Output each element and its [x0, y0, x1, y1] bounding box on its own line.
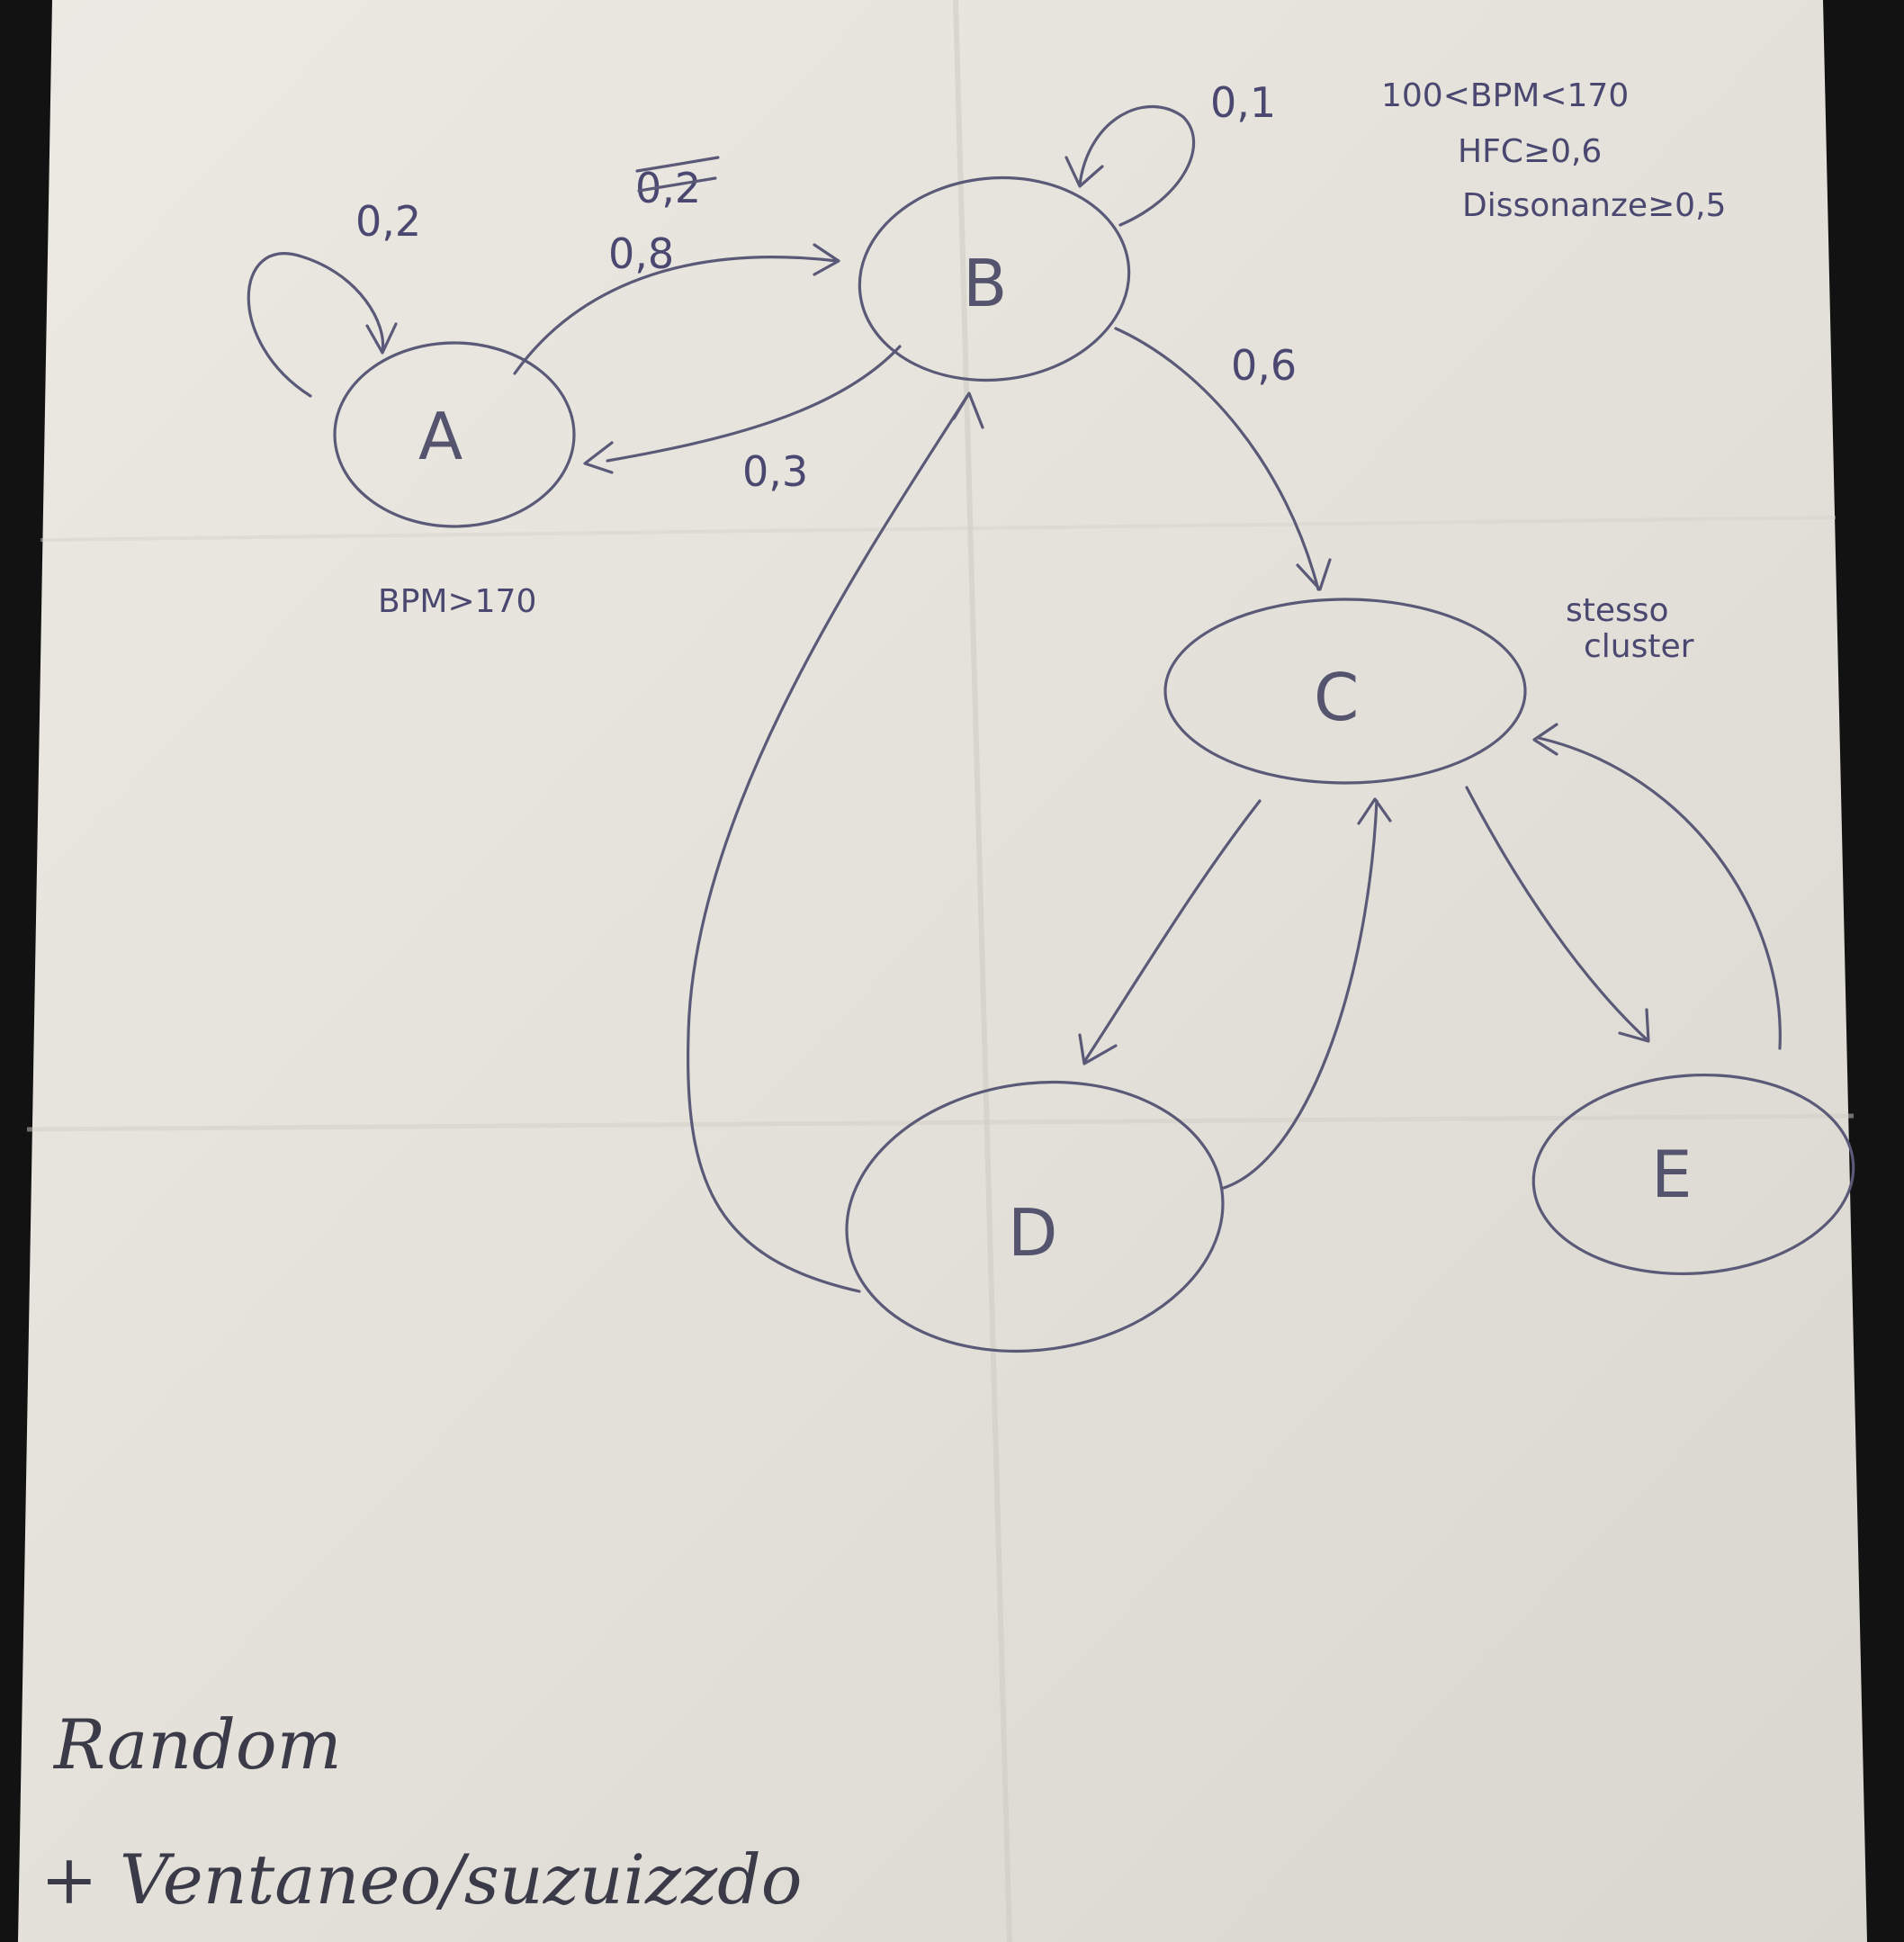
bottom-note-random: Random [52, 1704, 342, 1785]
node-b-label: B [963, 246, 1007, 321]
edge-b-c [1114, 327, 1332, 591]
node-c: C [1163, 598, 1527, 785]
paper-sheet [18, 0, 1867, 1942]
bottom-note-ventaneo: + Ventaneo/suzuizzdo [40, 1839, 803, 1920]
edge-b-c-label: 0,6 [1231, 341, 1297, 390]
edge-a-b-crossed-label: 0,2 [635, 164, 701, 212]
fold-crease-upper [40, 516, 1837, 542]
edge-c-d [1078, 799, 1262, 1065]
edge-e-c [1532, 723, 1782, 1050]
node-a: A [333, 341, 576, 528]
node-a-label: A [418, 399, 463, 474]
node-b: B [858, 175, 1131, 382]
edge-d-c [1222, 797, 1392, 1190]
node-d-label: D [1008, 1195, 1057, 1271]
edge-a-b-label: 0,8 [608, 229, 674, 278]
edge-a-b [513, 243, 840, 375]
edge-b-a [583, 345, 902, 474]
edge-b-a-label: 0,3 [742, 447, 808, 496]
crossed-out-label: 0,2 [635, 156, 720, 212]
fold-crease-horizontal [26, 1113, 1855, 1132]
node-d: D [845, 1080, 1225, 1353]
node-c-label: C [1314, 660, 1359, 735]
edge-b-b [1064, 104, 1196, 227]
fold-crease-vertical [953, 0, 1012, 1942]
edge-d-b [686, 391, 984, 1293]
node-c-note-2: cluster [1584, 628, 1694, 665]
node-e-label: E [1651, 1137, 1693, 1212]
edge-c-e [1465, 786, 1650, 1043]
edge-b-b-label: 0,1 [1210, 78, 1276, 127]
node-a-condition: BPM>170 [378, 583, 536, 620]
edge-a-a-label: 0,2 [355, 197, 421, 246]
node-b-condition-1: 100<BPM<170 [1381, 77, 1629, 114]
edge-a-a [247, 252, 398, 398]
node-e: E [1531, 1073, 1855, 1276]
node-b-condition-3: Dissonanze≥0,5 [1462, 187, 1726, 224]
node-c-note-1: stesso [1566, 592, 1669, 629]
node-b-condition-2: HFC≥0,6 [1458, 133, 1602, 170]
